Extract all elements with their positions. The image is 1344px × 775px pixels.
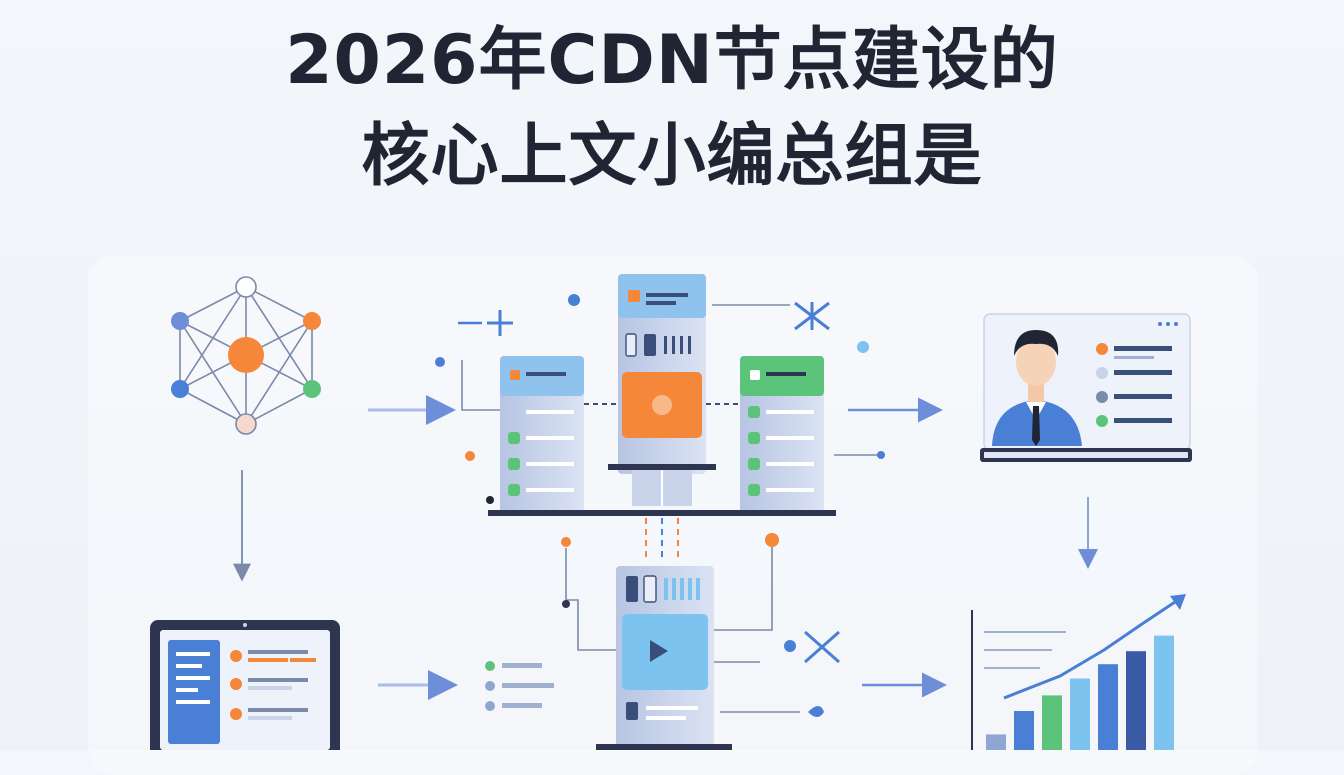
user-profile-card-icon <box>980 313 1192 462</box>
laptop-dashboard-icon <box>150 620 340 750</box>
growth-bar <box>1070 678 1090 750</box>
growth-bar <box>1098 664 1118 750</box>
edge-server-icon <box>485 533 840 750</box>
cdn-server-cluster-icon <box>435 274 885 560</box>
growth-bar <box>1154 635 1174 750</box>
growth-bar <box>1126 651 1146 750</box>
growth-bar <box>986 734 1006 750</box>
page-title-line-1: 2026年CDN节点建设的 <box>285 21 1059 100</box>
growth-bar <box>1042 695 1062 750</box>
growth-bar-chart-icon <box>971 594 1186 750</box>
growth-bar <box>1014 711 1034 750</box>
page-title-line-2: 核心上文小编总组是 <box>361 117 983 196</box>
network-mesh-icon <box>171 276 321 435</box>
cdn-diagram <box>150 274 1192 750</box>
